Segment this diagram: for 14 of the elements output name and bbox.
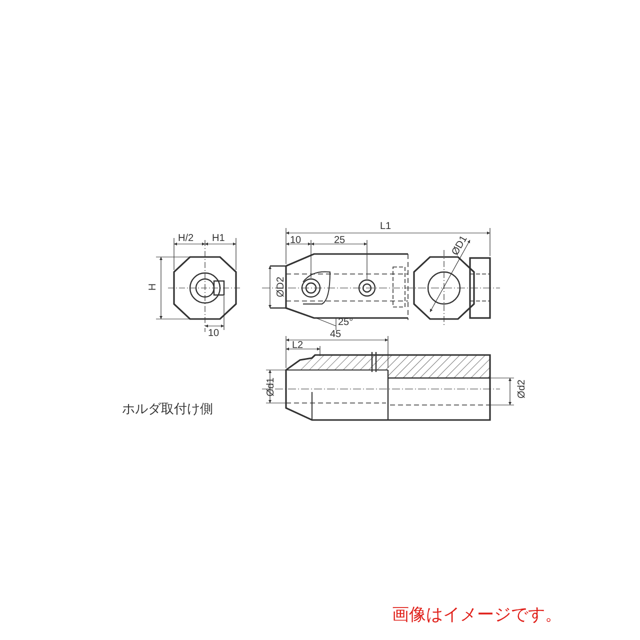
note-text: ホルダ取付け側: [122, 402, 213, 415]
dimension-label: 10: [208, 329, 220, 339]
dimension-label: 10: [290, 236, 302, 246]
note-text: 画像はイメージです。: [392, 606, 562, 623]
dimension-label: 45: [330, 330, 342, 340]
dimension-label: L2: [292, 341, 304, 351]
dimension-label: H: [148, 283, 159, 291]
dimension-label: Ød2: [517, 380, 528, 398]
dimension-label: H1: [212, 234, 225, 244]
dimension-label: ØD2: [276, 276, 286, 298]
dimension-label: L1: [380, 222, 392, 232]
dimension-label: H/2: [178, 234, 194, 244]
dimension-label: Ød1: [266, 378, 276, 396]
dimension-label: 25: [334, 236, 346, 246]
